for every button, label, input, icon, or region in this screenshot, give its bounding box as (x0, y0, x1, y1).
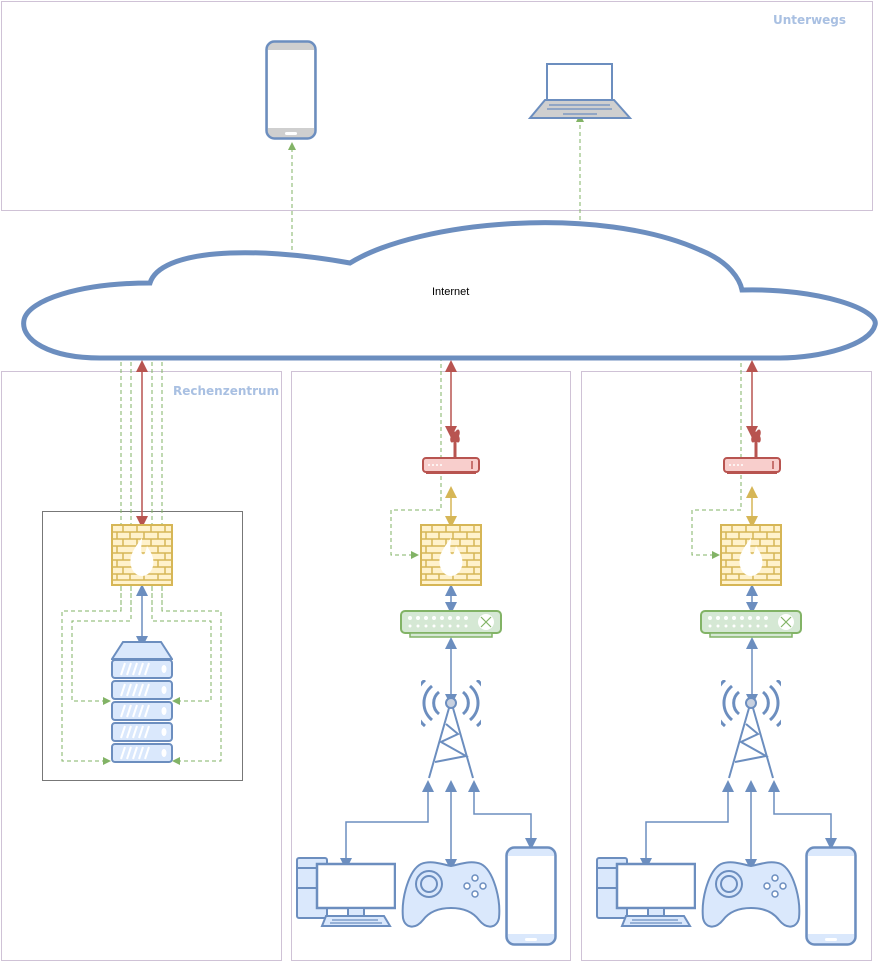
link-rz-to-home1 (161, 339, 442, 611)
firewall-icon[interactable] (720, 524, 782, 586)
zone-home-2 (581, 371, 872, 961)
smartphone-icon[interactable] (805, 846, 857, 946)
wireless-router-icon[interactable] (723, 428, 781, 475)
desktop-pc-icon[interactable] (596, 856, 696, 928)
link-rz-to-laptop (130, 114, 584, 611)
link-tower-pc-home1 (340, 780, 434, 870)
game-controller-icon[interactable] (401, 861, 501, 928)
zone-label-unterwegs: Unterwegs (773, 13, 847, 27)
laptop-icon[interactable] (527, 63, 633, 119)
smartphone-icon[interactable] (265, 40, 317, 140)
link-rz-loop-b (71, 587, 132, 705)
network-switch-icon[interactable] (400, 610, 502, 638)
game-controller-icon[interactable] (701, 861, 801, 928)
server-rack-icon[interactable] (111, 641, 173, 763)
link-rz-loop-c (151, 587, 212, 705)
link-tower-tablet-home2 (768, 780, 837, 850)
internet-cloud (21, 220, 878, 361)
zone-home-1 (291, 371, 571, 961)
firewall-icon[interactable] (111, 524, 173, 586)
firewall-icon[interactable] (420, 524, 482, 586)
network-switch-icon[interactable] (700, 610, 802, 638)
zone-unterwegs (1, 1, 873, 211)
link-rz-loop-a (61, 587, 122, 765)
radio-tower-icon[interactable] (714, 680, 787, 780)
link-rz-loop-d (161, 587, 222, 765)
link-tower-tablet-home1 (468, 780, 537, 850)
wireless-router-icon[interactable] (422, 428, 480, 475)
desktop-pc-icon[interactable] (296, 856, 396, 928)
link-tower-pc-home2 (640, 780, 734, 870)
smartphone-icon[interactable] (505, 846, 557, 946)
zone-label-rechenzentrum: Rechenzentrum (173, 384, 280, 398)
cloud-label-internet: Internet (432, 286, 470, 298)
